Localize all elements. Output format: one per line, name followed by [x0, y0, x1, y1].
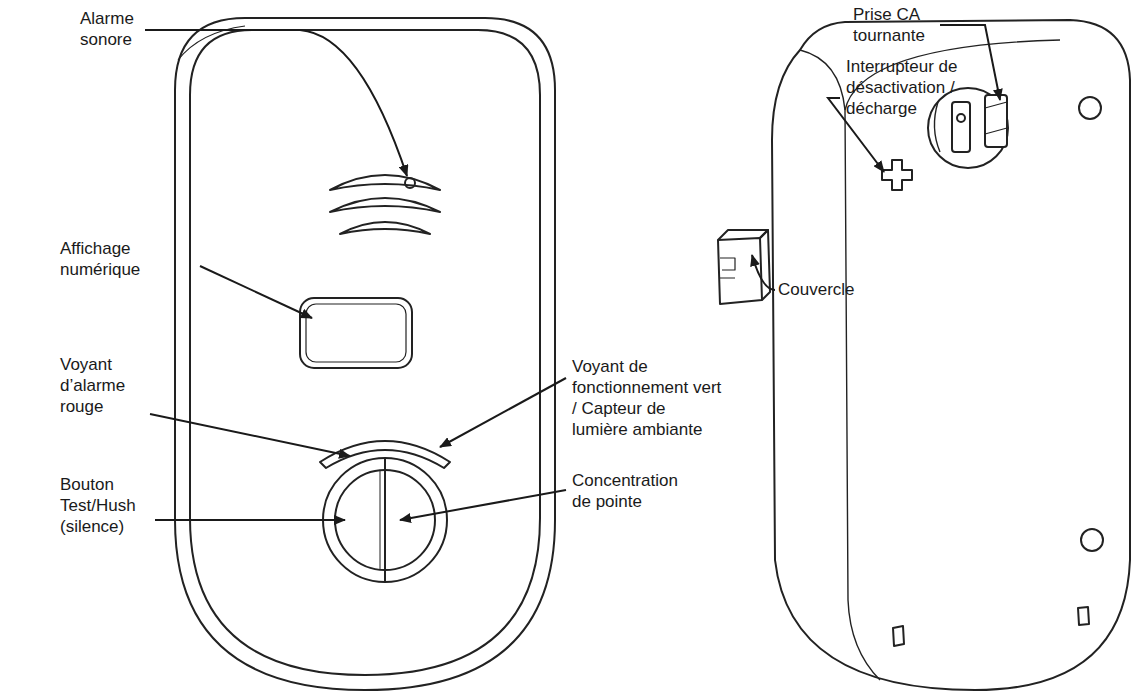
part-label: Bouton Test/Hush (silence) [60, 474, 155, 537]
part-label: Prise CA tournante [853, 4, 941, 46]
part-label: Couvercle [778, 279, 878, 300]
part-label: Interrupteur de désactivation / décharge [846, 56, 986, 119]
part-label: Voyant de fonctionnement vert / Capteur … [572, 356, 724, 440]
part-label: Alarme sonore [80, 8, 160, 50]
part-label: Affichage numérique [60, 238, 200, 280]
part-label: Concentration de pointe [572, 470, 697, 512]
part-label: Voyant d’alarme rouge [60, 354, 150, 417]
